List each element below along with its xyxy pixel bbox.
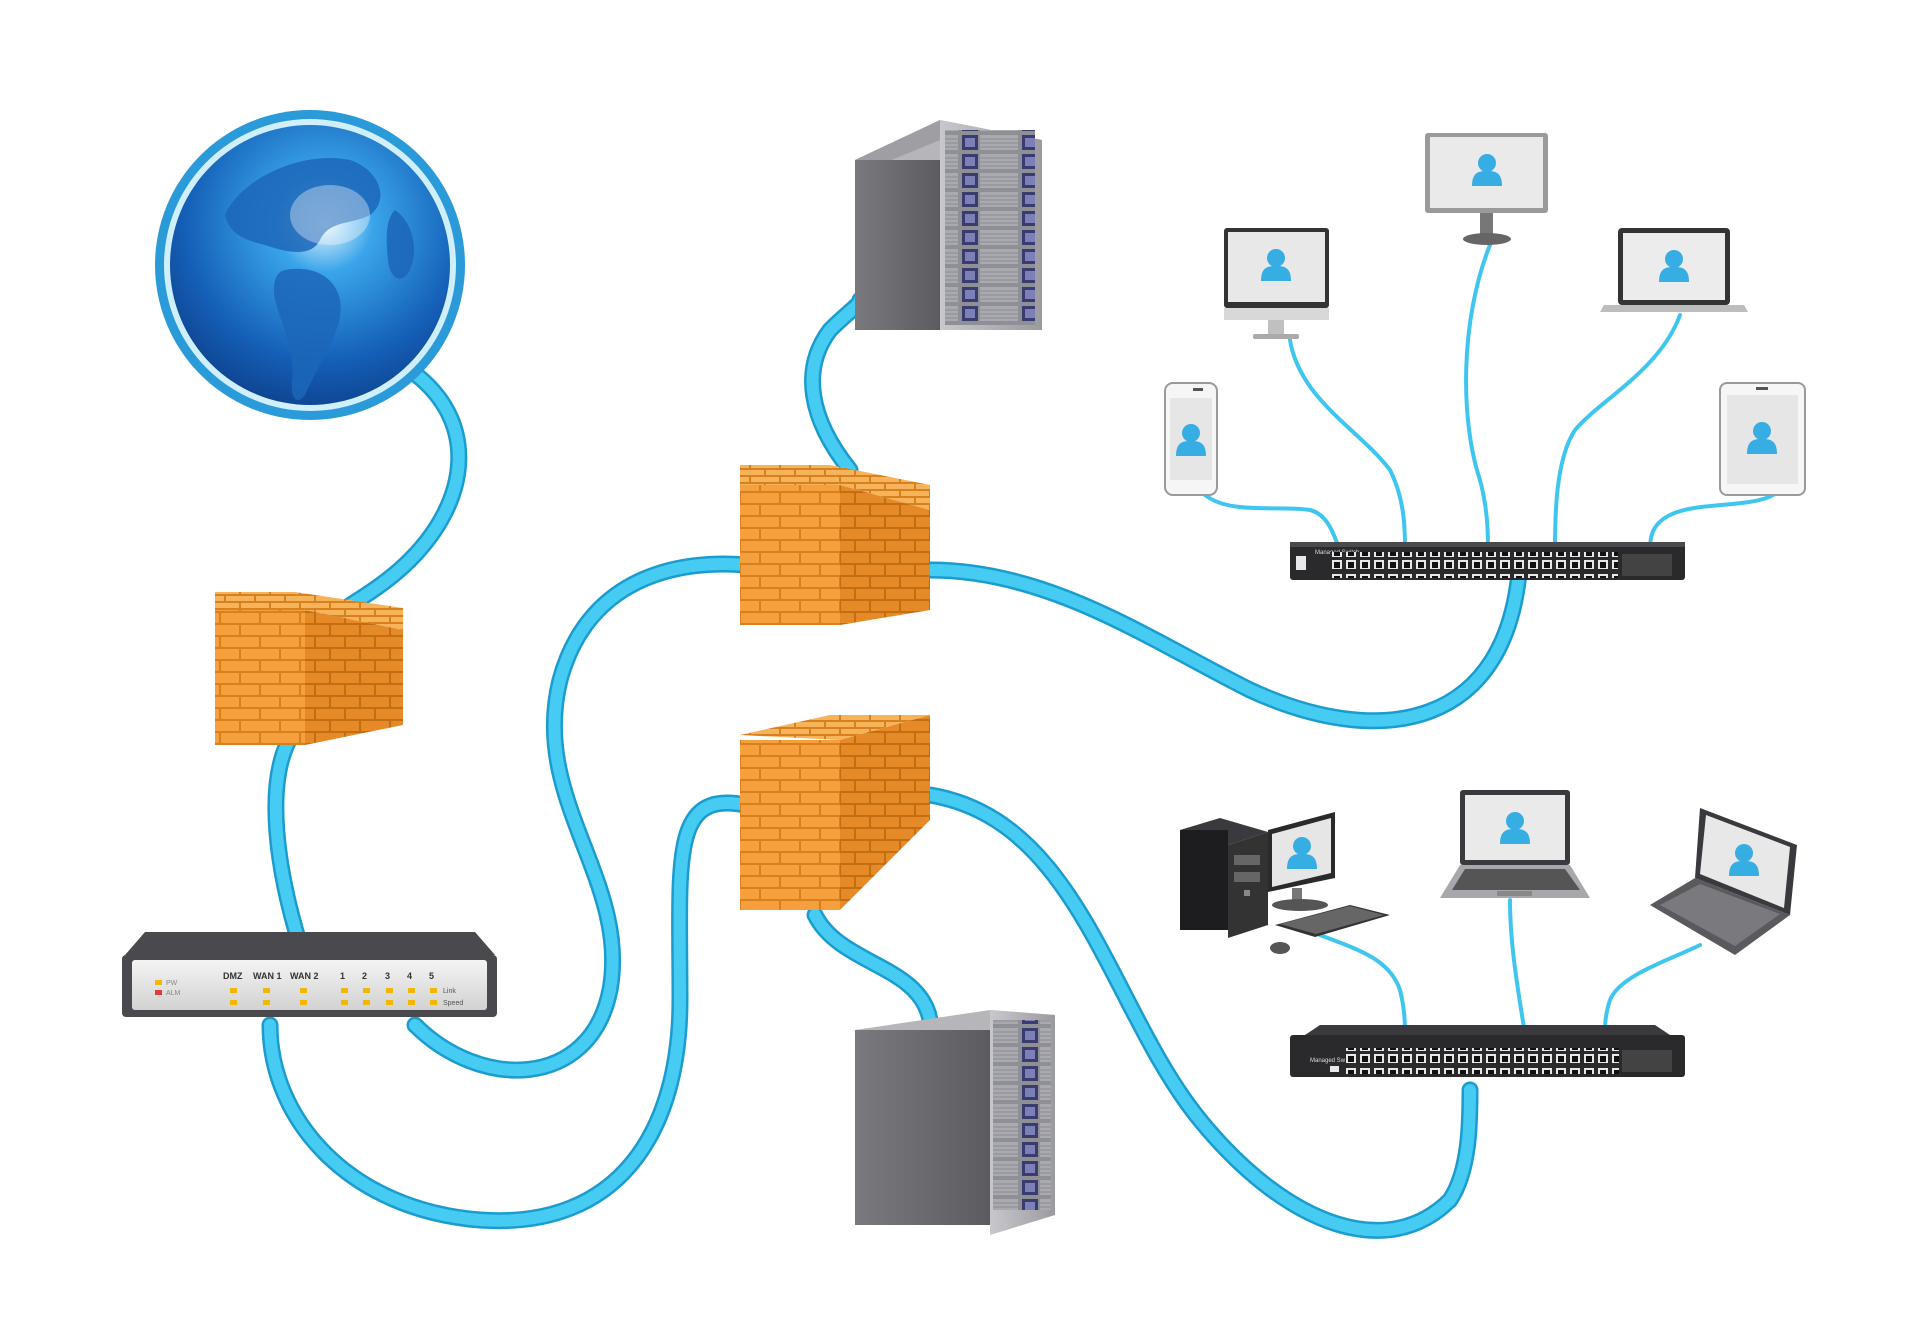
firewall-bottom [740,715,930,910]
cables [261,243,1782,1239]
port-label-5: 5 [429,971,434,981]
router-port-labels: DMZ WAN 1 WAN 2 1 2 3 4 5 [223,971,434,981]
port-label-3: 3 [385,971,390,981]
monitor [1425,133,1548,245]
desktop-pc [1180,812,1390,954]
laptop [1600,228,1748,312]
pw-led [155,980,162,985]
port-label-4: 4 [407,971,412,981]
port-label-2: 2 [362,971,367,981]
alm-led [155,990,162,995]
firewall-top [740,465,930,625]
link-label: Link [443,988,456,995]
cable-tablet-switch [1648,488,1782,552]
tablet [1719,382,1806,496]
smartphone [1164,382,1218,496]
switch-bottom: Managed Switch [1290,1025,1685,1077]
laptop-open [1440,790,1590,898]
laptop-angled [1650,808,1797,955]
cable-laptop2-switch [1508,898,1527,1037]
globe-icon [225,158,415,400]
port-label-wan1: WAN 1 [253,971,282,981]
cable-desktop-display-switch [1464,243,1492,552]
cable-monitor-switch [1288,338,1407,552]
port-label-1: 1 [340,971,345,981]
cable-laptop-switch [1553,313,1682,552]
alm-label: ALM [166,990,181,997]
switch-bottom-title: Managed Switch [1310,1058,1354,1064]
firewall-left [215,592,403,745]
router-status-leds: PW ALM [155,980,181,997]
router-port-leds [230,988,437,1005]
cable-phone-switch [1203,493,1342,552]
server-bottom [855,1010,1055,1235]
server-top [855,120,1042,330]
switch-top: Managed Switch [1290,542,1685,580]
pw-label: PW [166,980,178,987]
internet-globe [155,110,465,420]
port-label-wan2: WAN 2 [290,971,319,981]
port-label-dmz: DMZ [223,971,243,981]
speed-label: Speed [443,1000,463,1007]
all-in-one-display [1224,228,1329,339]
router: PW ALM DMZ WAN 1 WAN 2 1 2 3 4 5 Link Sp… [122,932,497,1017]
cable-pc-switch [1318,933,1407,1037]
cable-laptop3-switch [1603,943,1702,1037]
